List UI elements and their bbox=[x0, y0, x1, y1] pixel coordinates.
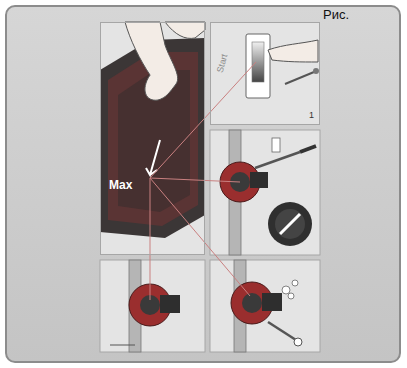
panel bbox=[210, 260, 320, 352]
panel-text: Start bbox=[216, 53, 230, 74]
panel: Start 1 bbox=[210, 22, 320, 125]
pump-draining bbox=[231, 260, 302, 352]
panel bbox=[100, 260, 205, 352]
panel bbox=[210, 22, 320, 125]
panel bbox=[210, 130, 320, 255]
panel: Max bbox=[100, 22, 205, 255]
panel bbox=[100, 22, 205, 255]
panel-text: Max bbox=[109, 179, 132, 191]
controller-unit bbox=[246, 34, 319, 98]
figure-label: Рис. bbox=[323, 8, 349, 21]
pump-mounted bbox=[110, 260, 180, 352]
pump-closeup bbox=[100, 22, 205, 238]
outer-frame bbox=[6, 6, 400, 362]
pump-venting bbox=[220, 130, 316, 255]
step-number: 1 bbox=[309, 111, 314, 120]
leader-lines bbox=[150, 62, 256, 300]
